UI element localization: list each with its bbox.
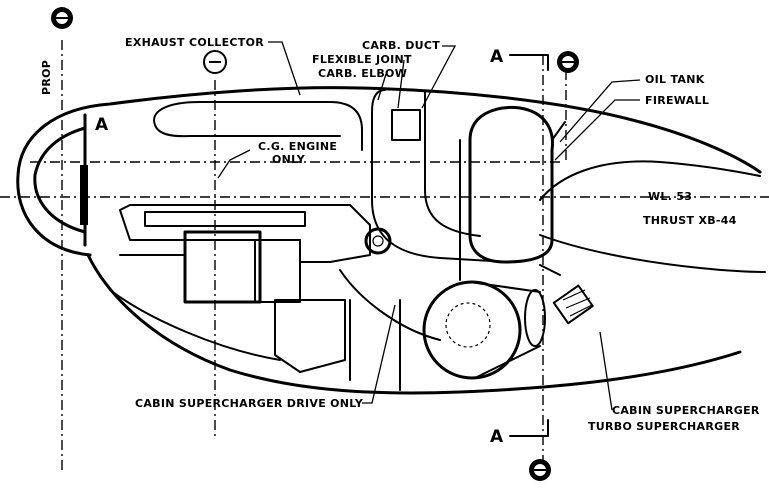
cg-engine-label-line1: C.G. ENGINE — [258, 140, 337, 153]
engine-rocker-rail — [144, 211, 306, 227]
cabin-drive-label: CABIN SUPERCHARGER DRIVE ONLY — [135, 397, 364, 410]
wing-lower-fairing — [539, 234, 766, 273]
cg-engine-leader — [217, 149, 251, 179]
svg-text:A: A — [490, 427, 504, 447]
lower-cowl-line — [339, 269, 441, 391]
firewall-station-bubble — [557, 51, 579, 73]
section-a-top-marker: A — [490, 47, 549, 71]
nacelle-lower-outline — [86, 253, 742, 395]
carb-duct-leader — [421, 45, 457, 109]
carb-flange-bore — [372, 235, 384, 247]
engine-crankcase — [119, 204, 371, 263]
oil-tank-label: OIL TANK — [645, 73, 705, 86]
prop-hub — [80, 165, 88, 225]
cg-station-bubble — [203, 50, 227, 74]
prop-station-bubble — [51, 7, 73, 29]
supercharger-top — [469, 281, 541, 293]
carb-flange — [364, 227, 392, 255]
section-a-bottom-marker: A — [490, 419, 549, 447]
oil-tank-leader — [559, 79, 641, 143]
flexible-joint — [391, 109, 421, 141]
spinner — [33, 126, 87, 234]
prop-label: PROP — [40, 60, 53, 95]
engine-accessory-case — [274, 299, 346, 373]
turbo-supercharger-shape — [552, 284, 594, 325]
oil-tank — [468, 105, 555, 264]
exhaust-collector — [153, 101, 363, 151]
supercharger-bottom — [474, 345, 541, 379]
thrust-label: THRUST XB-44 — [643, 214, 737, 227]
firewall-leader — [554, 99, 640, 161]
flexible-joint-label: FLEXIBLE JOINT — [312, 53, 412, 66]
wl-label: WL. 53 — [648, 190, 692, 203]
supercharger-impeller — [445, 302, 491, 348]
carb-duct — [371, 89, 426, 201]
section-a-nose-label: A — [95, 115, 109, 135]
carb-elbow-leader — [377, 73, 387, 101]
carb-duct-label: CARB. DUCT — [362, 39, 440, 52]
engine-mount-lower — [109, 254, 281, 361]
exhaust-leader — [268, 41, 301, 96]
exhaust-collector-label: EXHAUST COLLECTOR — [125, 36, 264, 49]
flexible-joint-leader — [397, 59, 405, 109]
carb-elbow — [371, 189, 511, 263]
supercharger-outlet — [524, 289, 546, 347]
cabin-supercharger-label: CABIN SUPERCHARGER — [612, 404, 760, 417]
engine-cylinder-b — [254, 239, 301, 303]
wing-root-fairing — [539, 160, 761, 201]
engine-cylinder-a — [183, 230, 262, 304]
carb-elbow-label: CARB. ELBOW — [318, 67, 407, 80]
cabin-supercharger-leader — [599, 331, 613, 411]
cabin-drive-leader — [362, 304, 396, 404]
nacelle-upper-outline — [16, 86, 762, 257]
firewall-label: FIREWALL — [645, 94, 709, 107]
firewall — [459, 121, 566, 281]
section-a-station-bubble — [529, 459, 551, 481]
svg-text:A: A — [490, 47, 504, 67]
turbo-supercharger-label: TURBO SUPERCHARGER — [588, 420, 740, 433]
cg-engine-label-line2: ONLY — [272, 153, 306, 166]
